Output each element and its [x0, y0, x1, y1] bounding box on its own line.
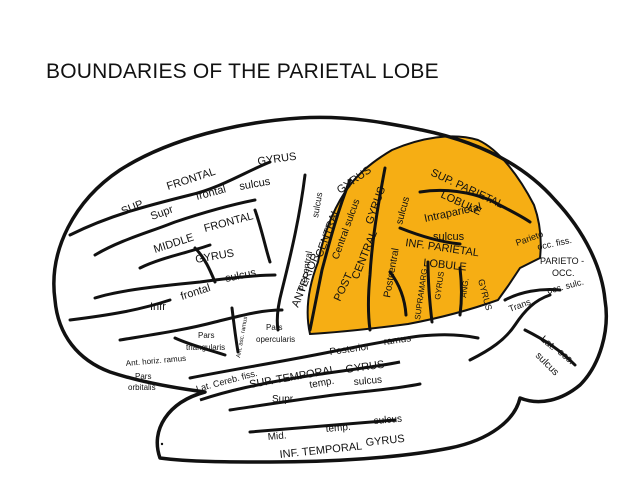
label-gyrus-inf: GYRUS — [365, 433, 405, 449]
label-pars-triangularis-2: triangularis — [186, 343, 225, 352]
sulci-lines — [68, 160, 577, 434]
page-title: BOUNDARIES OF THE PARIETAL LOBE — [46, 60, 439, 83]
brain-outline — [52, 115, 608, 464]
label-pars-opercularis-2: opercularis — [256, 335, 295, 344]
label-lobule-inf: LOBULE — [423, 257, 467, 273]
label-frontal-mid: FRONTAL — [203, 210, 255, 235]
label-frontal-lower: frontal — [195, 183, 228, 203]
temporal-lobe-contour — [199, 360, 401, 402]
label-mid: Mid. — [267, 430, 287, 443]
label-temp-mid: temp. — [325, 422, 351, 435]
label-pars-triangularis-1: Pars — [198, 331, 214, 340]
label-occ-sulc: occ. sulc. — [546, 277, 585, 296]
label-pars-opercularis-1: Pars — [266, 323, 282, 332]
label-ant-horiz-ramus: Ant. horiz. ramus — [125, 354, 186, 368]
label-sulcus-temp: sulcus — [353, 375, 382, 388]
label-supr: Supr — [149, 203, 175, 222]
label-posterior: Posterior — [329, 341, 371, 358]
label-infr: Infr — [150, 301, 166, 313]
label-sup: SUP — [120, 198, 145, 218]
label-ramus: ramus — [383, 333, 412, 348]
label-gyrus-supramarg: GYRUS — [433, 271, 446, 300]
label-pars-orbitalis-2: orbitalis — [128, 383, 156, 392]
label-gyrus-mid: GYRUS — [194, 247, 235, 266]
label-precentral-sulcus: sulcus — [310, 191, 324, 218]
label-supr-temp: Supr — [272, 394, 294, 405]
label-sulcus-mid: sulcus — [373, 414, 402, 427]
label-inf-temporal: INF. TEMPORAL — [279, 440, 363, 461]
label-occ-caps: OCC. — [552, 268, 575, 278]
label-ang: ANG. — [459, 278, 471, 299]
label-sulcus-intra: sulcus — [433, 231, 465, 243]
label-parieto-caps: PARIETO - — [540, 256, 584, 266]
dot-marker — [160, 442, 164, 446]
label-sulcus-sup: sulcus — [238, 176, 271, 193]
label-pars-orbitalis-1: Pars — [135, 372, 151, 381]
label-temp: temp. — [309, 376, 336, 391]
label-gyrus-temporal: GYRUS — [345, 359, 385, 376]
label-gyrus-top: GYRUS — [257, 151, 297, 168]
label-ant-asc-ramus: Ant. asc. ramus — [236, 316, 249, 358]
label-sulcus-inf: sulcus — [224, 267, 257, 285]
